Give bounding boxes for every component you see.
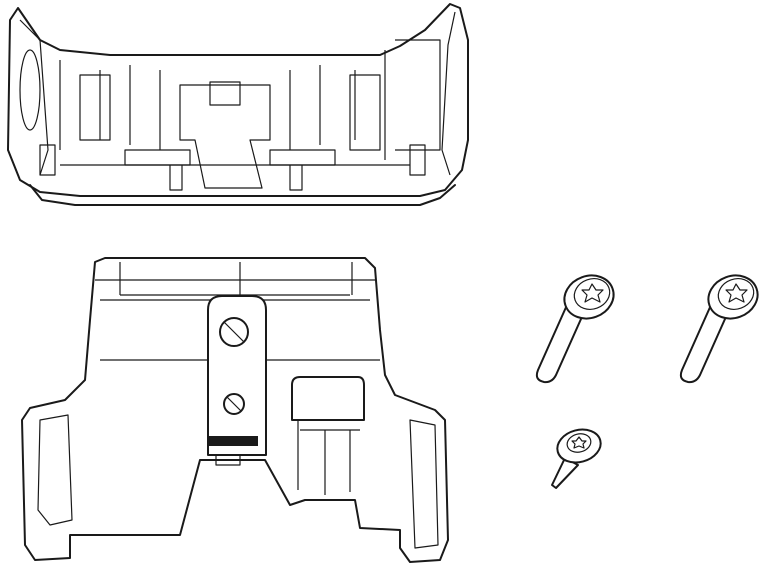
long-screw-right [679, 274, 759, 384]
upper-housing [7, 3, 469, 206]
lower-bracket [21, 257, 449, 563]
long-screw-left [535, 274, 615, 384]
short-screw [551, 428, 602, 489]
